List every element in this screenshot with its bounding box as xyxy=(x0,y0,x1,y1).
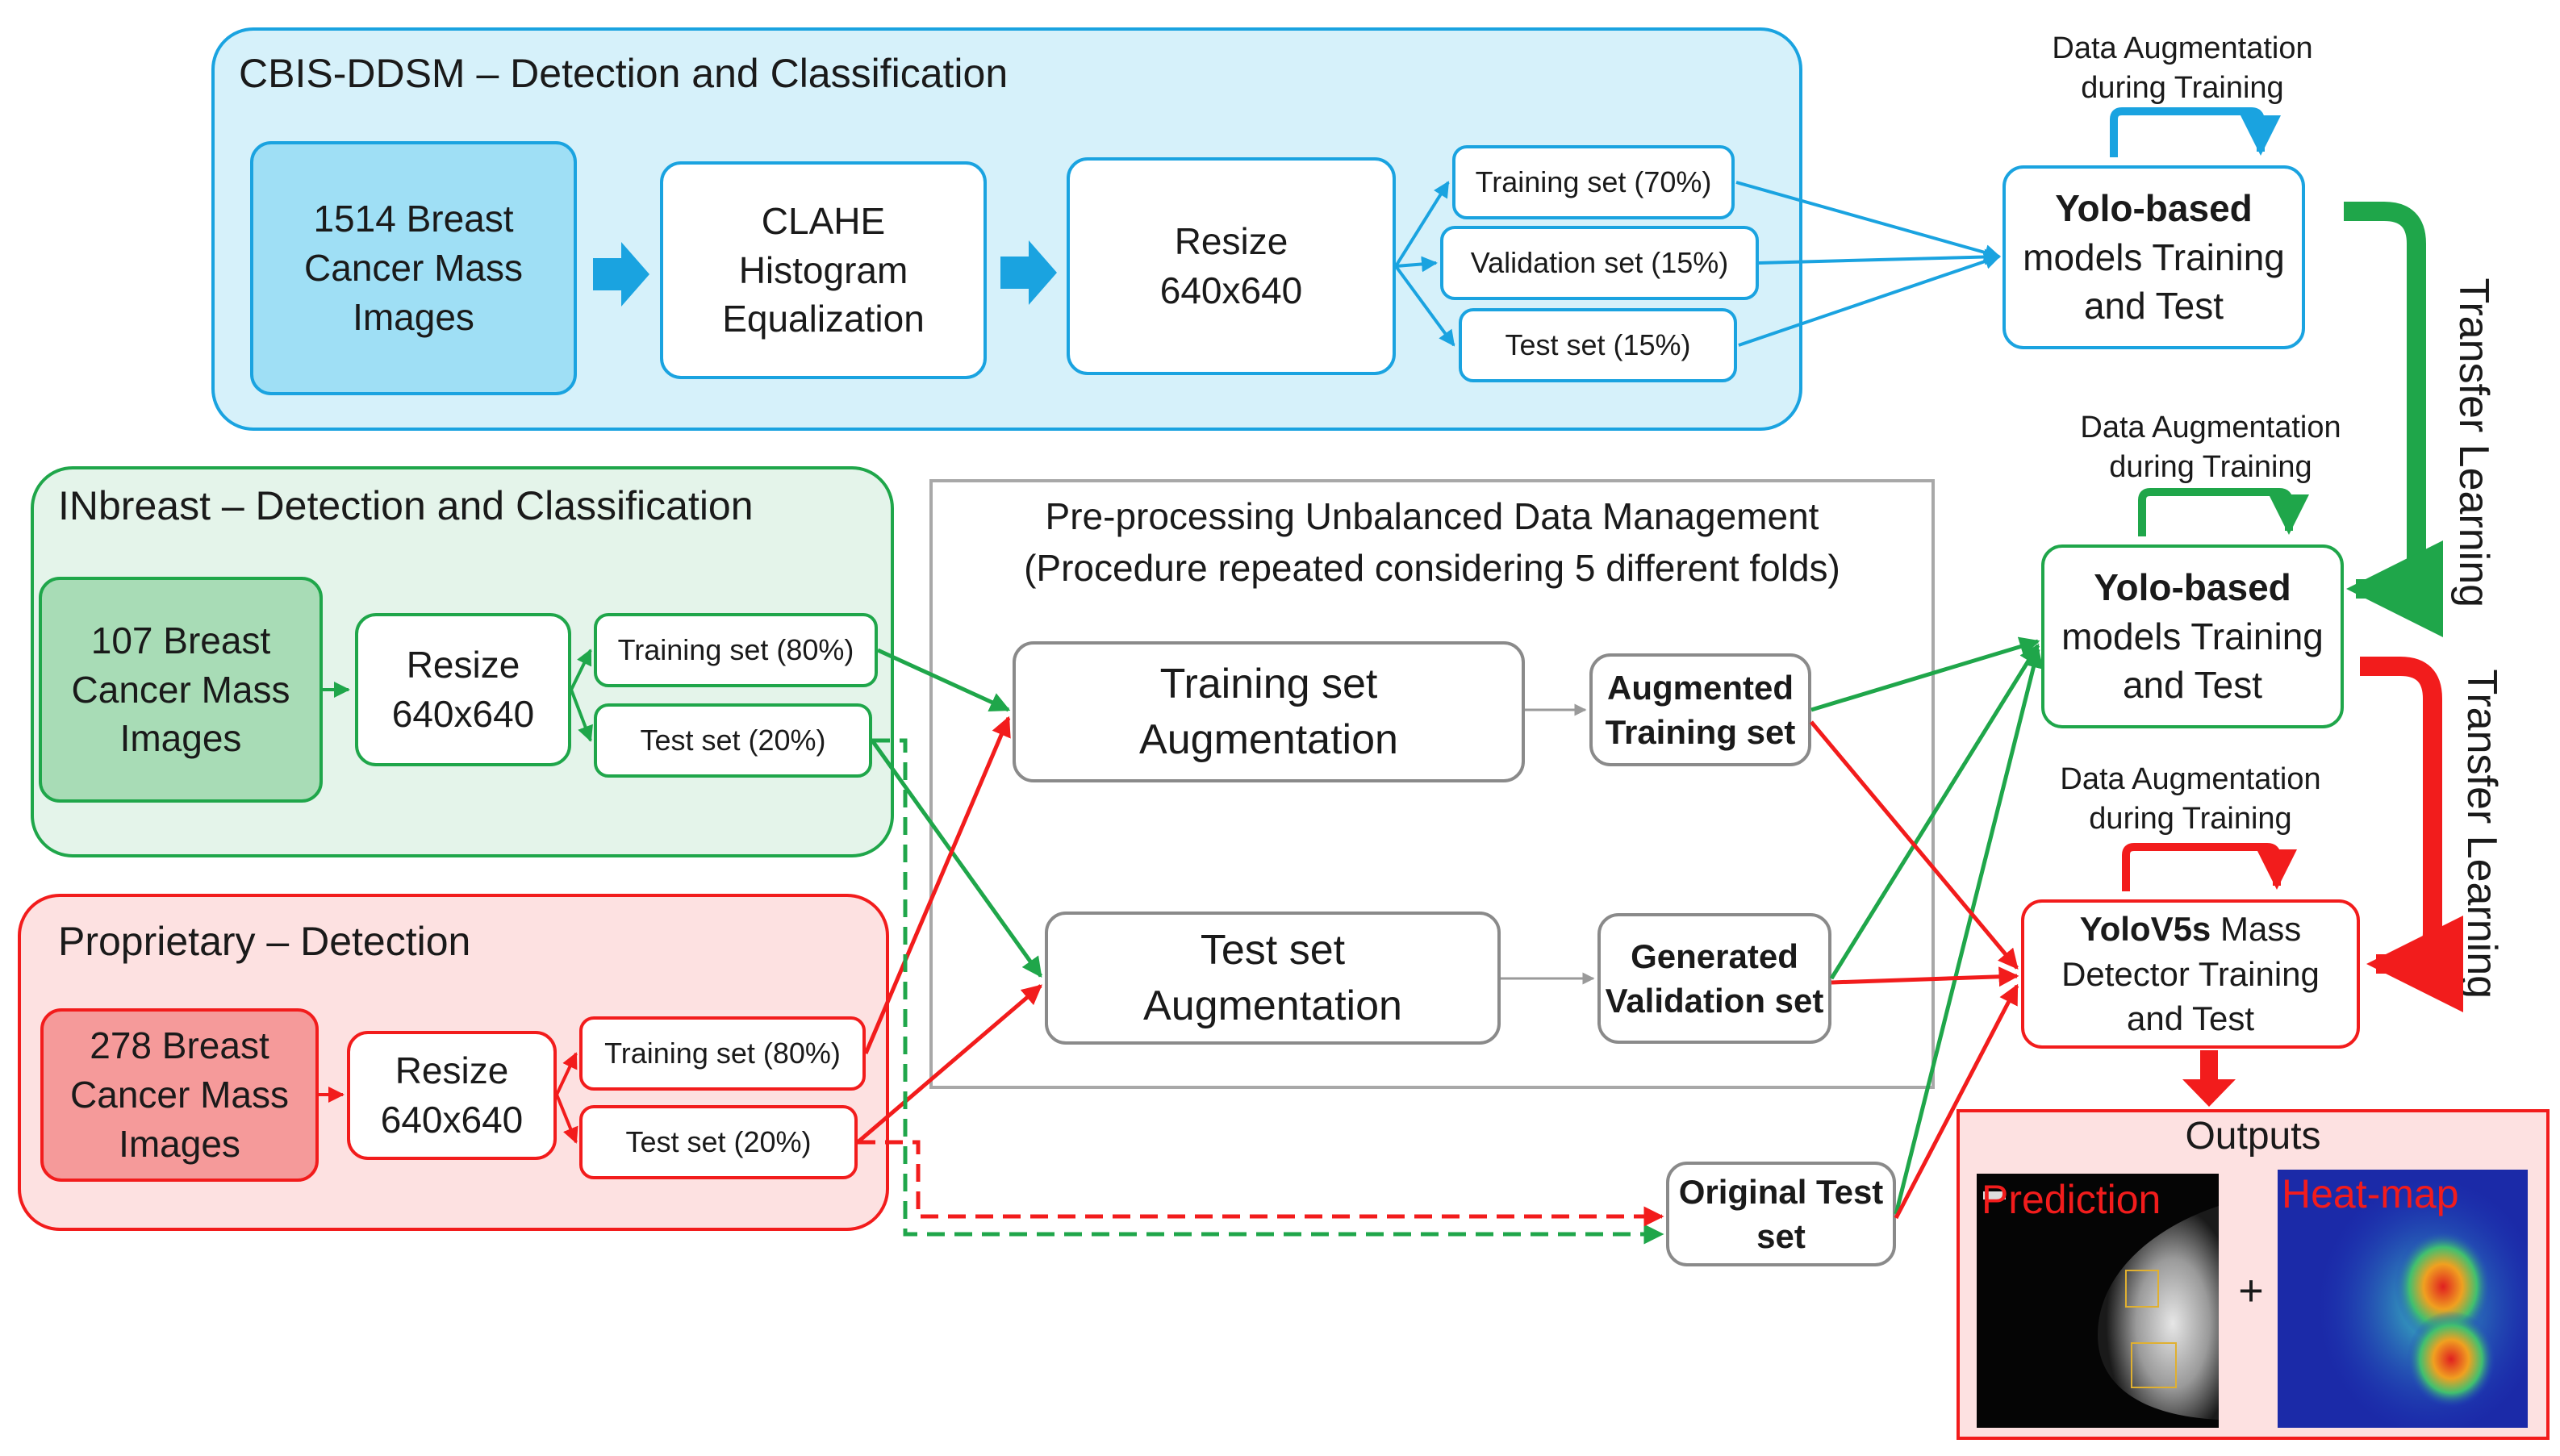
heatmap-image xyxy=(2278,1170,2528,1428)
yolo-based-title-2: Yolo-based xyxy=(2094,565,2291,608)
data-augmentation-label-3: Data Augmentation during Training xyxy=(2060,762,2321,836)
prediction-label: Prediction xyxy=(1982,1177,2161,1222)
proprietary-training-set: Training set (80%) xyxy=(579,1016,866,1091)
inbreast-panel-title: INbreast – Detection and Classification xyxy=(58,483,754,528)
data-augmentation-label-1: Data Augmentation during Training xyxy=(2052,31,2313,106)
cbis-training-set: Training set (70%) xyxy=(1452,145,1735,219)
yolo-based-desc-1: models Training and Test xyxy=(2023,236,2285,327)
clahe-box: CLAHE Histogram Equalization xyxy=(660,161,987,379)
proprietary-resize-box: Resize 640x640 xyxy=(347,1031,557,1160)
yolo-based-title-1: Yolo-based xyxy=(2055,186,2253,229)
cbis-panel-title: CBIS-DDSM – Detection and Classification xyxy=(239,51,1009,96)
proprietary-panel-title: Proprietary – Detection xyxy=(58,919,471,964)
yolov5s-detector-box: YoloV5s Mass Detector Training and Test xyxy=(2021,899,2360,1049)
cbis-images-box: 1514 Breast Cancer Mass Images xyxy=(250,141,577,395)
generated-validation-set-box: Generated Validation set xyxy=(1597,913,1831,1044)
yolo-based-model-box-2: Yolo-based models Training and Test xyxy=(2041,544,2344,728)
proprietary-test-set: Test set (20%) xyxy=(579,1105,858,1179)
cbis-flow-arrows xyxy=(593,240,1057,307)
yolov5s-desc: Detector Training and Test xyxy=(2061,954,2320,1038)
cbis-test-set: Test set (15%) xyxy=(1459,308,1737,382)
yolo-based-model-box-1: Yolo-based models Training and Test xyxy=(2002,165,2305,349)
preprocessing-panel-title: Pre-processing Unbalanced Data Managemen… xyxy=(1024,495,1840,590)
original-test-set-box: Original Test set xyxy=(1666,1162,1896,1266)
test-set-augmentation-box: Test set Augmentation xyxy=(1045,912,1501,1045)
inbreast-images-box: 107 Breast Cancer Mass Images xyxy=(39,577,323,803)
plus-sign: + xyxy=(2238,1266,2264,1315)
outputs-title: Outputs xyxy=(2185,1115,2321,1158)
cbis-validation-set: Validation set (15%) xyxy=(1440,226,1759,300)
inbreast-test-set: Test set (20%) xyxy=(594,703,872,778)
proprietary-images-box: 278 Breast Cancer Mass Images xyxy=(40,1008,319,1182)
data-augmentation-label-2: Data Augmentation during Training xyxy=(2080,411,2341,485)
training-set-augmentation-box: Training set Augmentation xyxy=(1013,641,1525,782)
heatmap-label: Heat-map xyxy=(2282,1171,2459,1216)
cbis-resize-box: Resize 640x640 xyxy=(1067,157,1396,375)
augmented-training-set-box: Augmented Training set xyxy=(1589,653,1811,766)
yolo-based-desc-2: models Training and Test xyxy=(2061,615,2324,707)
prediction-image xyxy=(1977,1174,2219,1428)
yolov5s-title: YoloV5s Mass xyxy=(2079,910,2302,949)
inbreast-training-set: Training set (80%) xyxy=(594,613,878,687)
inbreast-resize-box: Resize 640x640 xyxy=(355,613,571,766)
